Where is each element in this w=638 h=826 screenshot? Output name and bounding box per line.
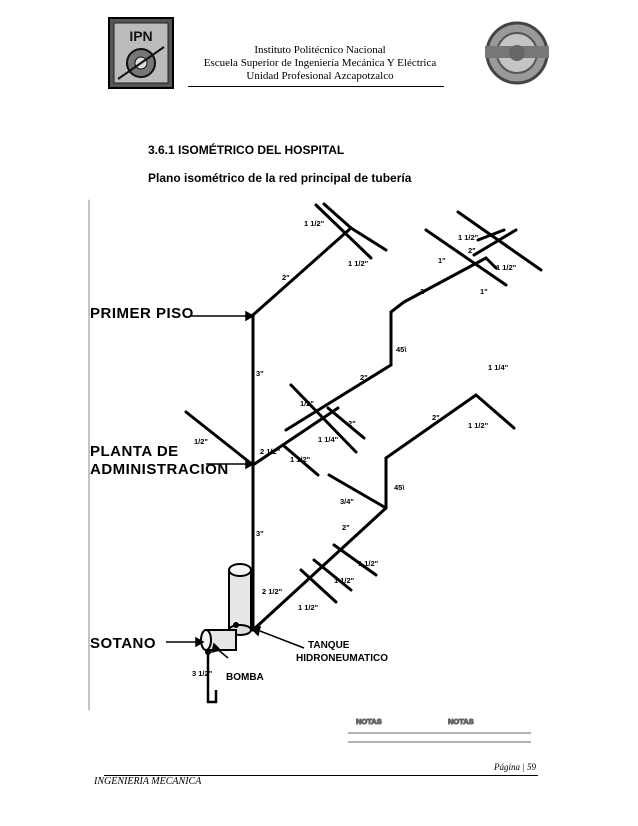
size-label: 1 1/2": [496, 263, 517, 272]
size-label: 2": [432, 413, 440, 422]
size-label: 2": [360, 373, 368, 382]
page-number: Página | 59: [494, 762, 536, 772]
isometric-piping-drawing: PRIMER PISO PLANTA DE ADMINISTRACION SOT…: [88, 199, 543, 743]
size-label: 2": [282, 273, 290, 282]
header-school: Escuela Superior de Ingeniería Mecánica …: [203, 57, 437, 69]
size-label: 1/2": [300, 399, 314, 408]
size-label: 1 1/2": [458, 233, 479, 242]
label-planta-line1: PLANTA DE: [90, 443, 179, 460]
pipe-network: [88, 199, 543, 711]
section-title: 3.6.1 ISOMÉTRICO DEL HOSPITAL: [148, 143, 345, 157]
label-planta-line2: ADMINISTRACION: [90, 461, 229, 478]
esime-logo: [485, 21, 549, 85]
size-label: 2": [468, 246, 476, 255]
stamp-label-1: NOTAS: [356, 717, 382, 726]
size-label: 1 1/2": [334, 576, 355, 585]
title-stamp: NOTAS NOTAS: [348, 717, 531, 743]
size-label: 45\: [396, 345, 407, 354]
ipn-logo-text: IPN: [129, 28, 152, 44]
size-label: 3": [256, 529, 264, 538]
size-label: 2 1/2": [262, 587, 283, 596]
size-label: 1 1/4": [318, 435, 339, 444]
size-label: 3": [256, 369, 264, 378]
size-label: 2": [342, 523, 350, 532]
size-label: 3/4": [340, 497, 354, 506]
label-tanque: TANQUE: [308, 640, 350, 651]
size-label: 1 1/4": [488, 363, 509, 372]
pipe-size-labels: 1 1/2" 1 1/2" 2" 1 1/2" 2" 1" 1 1/2" 2" …: [192, 219, 517, 678]
size-label: 2 1/2": [260, 447, 281, 456]
size-label: 1 1/2": [358, 559, 379, 568]
label-hidroneumatico: HIDRONEUMATICO: [296, 653, 388, 664]
size-label: 1/2": [194, 437, 208, 446]
size-label: 2": [348, 419, 356, 428]
footer-rule: [104, 775, 538, 776]
size-label: 1 1/2": [468, 421, 489, 430]
size-label: 1 1/2": [348, 259, 369, 268]
footer-text: INGENIERIA MECANICA: [94, 776, 202, 787]
ipn-logo: IPN: [108, 17, 174, 89]
size-label: 45\: [394, 483, 405, 492]
size-label: 1": [480, 287, 488, 296]
size-label: 2": [420, 287, 428, 296]
header-unit: Unidad Profesional Azcapotzalco: [246, 70, 394, 82]
tank-drawing: [200, 563, 252, 704]
label-sotano: SOTANO: [90, 635, 156, 652]
size-label: 1 1/2": [290, 455, 311, 464]
label-primer-piso: PRIMER PISO: [90, 305, 194, 322]
figure-caption: Plano isométrico de la red principal de …: [148, 171, 412, 185]
header-rule: [188, 86, 444, 87]
size-label: 1 1/2": [298, 603, 319, 612]
size-label: 1": [438, 256, 446, 265]
size-label: 3 1/2": [192, 669, 213, 678]
size-label: 1 1/2": [304, 219, 325, 228]
header-institution: Instituto Politécnico Nacional: [254, 44, 386, 56]
stamp-label-2: NOTAS: [448, 717, 474, 726]
label-bomba: BOMBA: [226, 672, 264, 683]
